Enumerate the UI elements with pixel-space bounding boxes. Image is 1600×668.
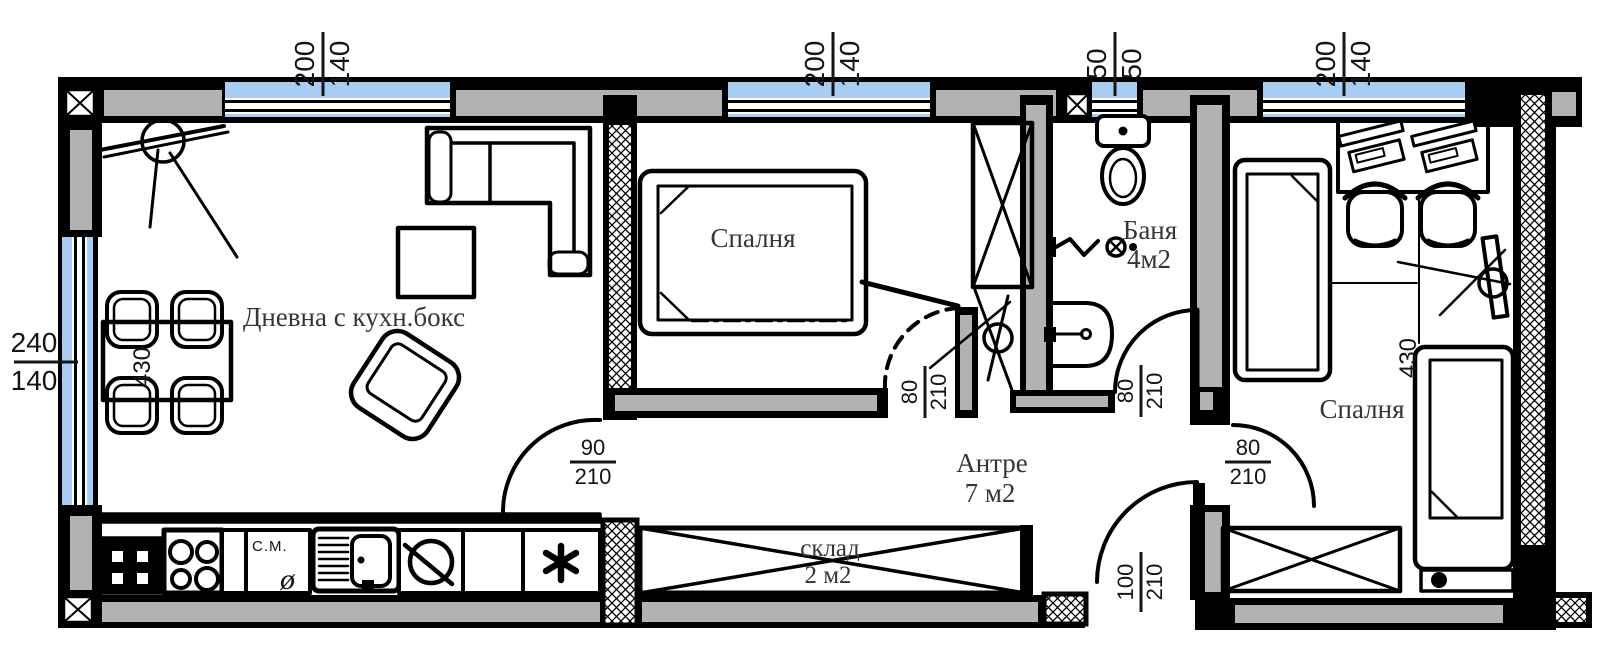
room-label-storage: склад	[800, 535, 860, 562]
window-bedroom1	[728, 77, 930, 123]
dim-window-bedroom2: 200 140	[1310, 32, 1376, 96]
furniture	[95, 114, 1516, 596]
dim-bedroom2-width: 430	[1395, 338, 1422, 378]
dim-den: 210	[1142, 564, 1167, 601]
dim-window-living-top: 200 140	[289, 32, 355, 96]
dim-num: 200	[799, 41, 830, 88]
dining-chair	[170, 290, 224, 349]
office-chair	[1415, 181, 1481, 248]
tv-living-icon	[98, 118, 239, 259]
dim-den: 210	[1230, 464, 1267, 489]
dim-den: 210	[1142, 373, 1167, 410]
wall-cap-kitchen-end	[600, 517, 640, 628]
room-area-bath: 4м2	[1127, 244, 1171, 274]
dishwasher-icon	[397, 528, 465, 595]
stove-icon	[161, 527, 225, 596]
dim-door-bedroom2: 80 210	[1225, 435, 1271, 489]
dim-den: 140	[834, 41, 865, 88]
toilet-icon	[1095, 114, 1151, 206]
tv-bedroom1-icon	[928, 294, 1014, 382]
kitchen-cabinet	[220, 528, 248, 595]
dim-num: 90	[581, 435, 605, 460]
wardrobe-bedroom2	[1220, 525, 1403, 594]
dim-door-living: 90 210	[570, 435, 616, 489]
dim-value: 430	[129, 347, 156, 387]
window-living-left	[58, 230, 98, 512]
tv-bedroom2-icon	[1396, 234, 1512, 320]
dim-num: 100	[1113, 564, 1138, 601]
freezer-icon	[521, 528, 602, 595]
fridge-icon	[98, 536, 166, 595]
kitchen-cabinet	[461, 528, 525, 595]
desk-bedroom2	[1336, 118, 1490, 194]
diameter-symbol: ø	[279, 563, 296, 596]
shower-tap-icon	[1046, 236, 1137, 258]
door-entry	[1095, 480, 1205, 600]
corner-sofa	[424, 125, 593, 278]
armchair	[348, 328, 462, 442]
bed-bedroom2-double	[1412, 344, 1516, 593]
dim-door-entry: 100 210	[1113, 552, 1167, 612]
dim-door-bedroom1: 80 210	[897, 366, 951, 418]
dim-table-living: 430	[129, 347, 156, 387]
column-icon	[1060, 77, 1094, 121]
wardrobe-bedroom1	[970, 120, 1035, 392]
dim-window-living-left: 240 140	[11, 327, 78, 396]
dim-value: 430	[1395, 338, 1422, 378]
column-icon	[64, 88, 96, 118]
dim-num: 80	[1236, 435, 1260, 460]
coffee-table	[395, 225, 477, 300]
dim-den: 140	[1345, 41, 1376, 88]
dining-chair	[105, 290, 159, 349]
door-living	[500, 417, 602, 514]
room-label-bedroom1: Спалня	[710, 223, 795, 253]
room-area-storage: 2 м2	[804, 562, 851, 589]
dim-num: 240	[11, 327, 58, 358]
door-bedroom2	[1231, 423, 1316, 508]
kitchen-sink-icon	[310, 526, 402, 594]
window-living-top	[225, 77, 450, 123]
wall-cap-entry	[1041, 591, 1089, 627]
room-label-hall: Антре	[956, 448, 1028, 478]
dim-den: 140	[324, 41, 355, 88]
washing-machine-icon	[244, 528, 312, 595]
dim-window-bath: 50 50	[1081, 32, 1147, 96]
kitchen-counter	[95, 512, 602, 596]
dining-table	[100, 319, 234, 403]
dim-den: 210	[926, 374, 951, 411]
dim-door-bath: 80 210	[1113, 365, 1167, 417]
office-chair	[1342, 181, 1408, 248]
bed-bedroom2-single	[1232, 157, 1333, 383]
dim-num: 80	[1113, 379, 1138, 403]
washing-machine-label: С.М.	[252, 538, 288, 555]
labels: Дневна с кухн.бокс Спалня Баня 4м2 Антре…	[11, 32, 1422, 612]
bed-bedroom1	[637, 168, 869, 337]
doors	[500, 279, 1316, 600]
room-label-bedroom2: Спалня	[1319, 394, 1404, 424]
walls	[58, 77, 1592, 630]
bath-sink-icon	[1044, 301, 1114, 368]
dim-den: 50	[1116, 48, 1147, 79]
room-area-hall: 7 м2	[965, 478, 1016, 508]
door-bath	[1113, 307, 1200, 394]
dining-chair	[170, 376, 224, 435]
dim-num: 80	[897, 380, 922, 404]
dim-num: 50	[1081, 48, 1112, 79]
door-bedroom1	[859, 279, 961, 392]
storage-box	[637, 525, 1033, 596]
dim-num: 200	[1310, 41, 1341, 88]
room-label-living: Дневна с кухн.бокс	[243, 302, 465, 332]
dim-num: 200	[289, 41, 320, 88]
dim-den: 140	[11, 365, 58, 396]
dim-window-bedroom1: 200 140	[799, 32, 865, 96]
column-icon	[58, 590, 102, 628]
dining-chair	[105, 376, 159, 435]
dim-den: 210	[575, 464, 612, 489]
room-label-bath: Баня	[1123, 215, 1177, 245]
